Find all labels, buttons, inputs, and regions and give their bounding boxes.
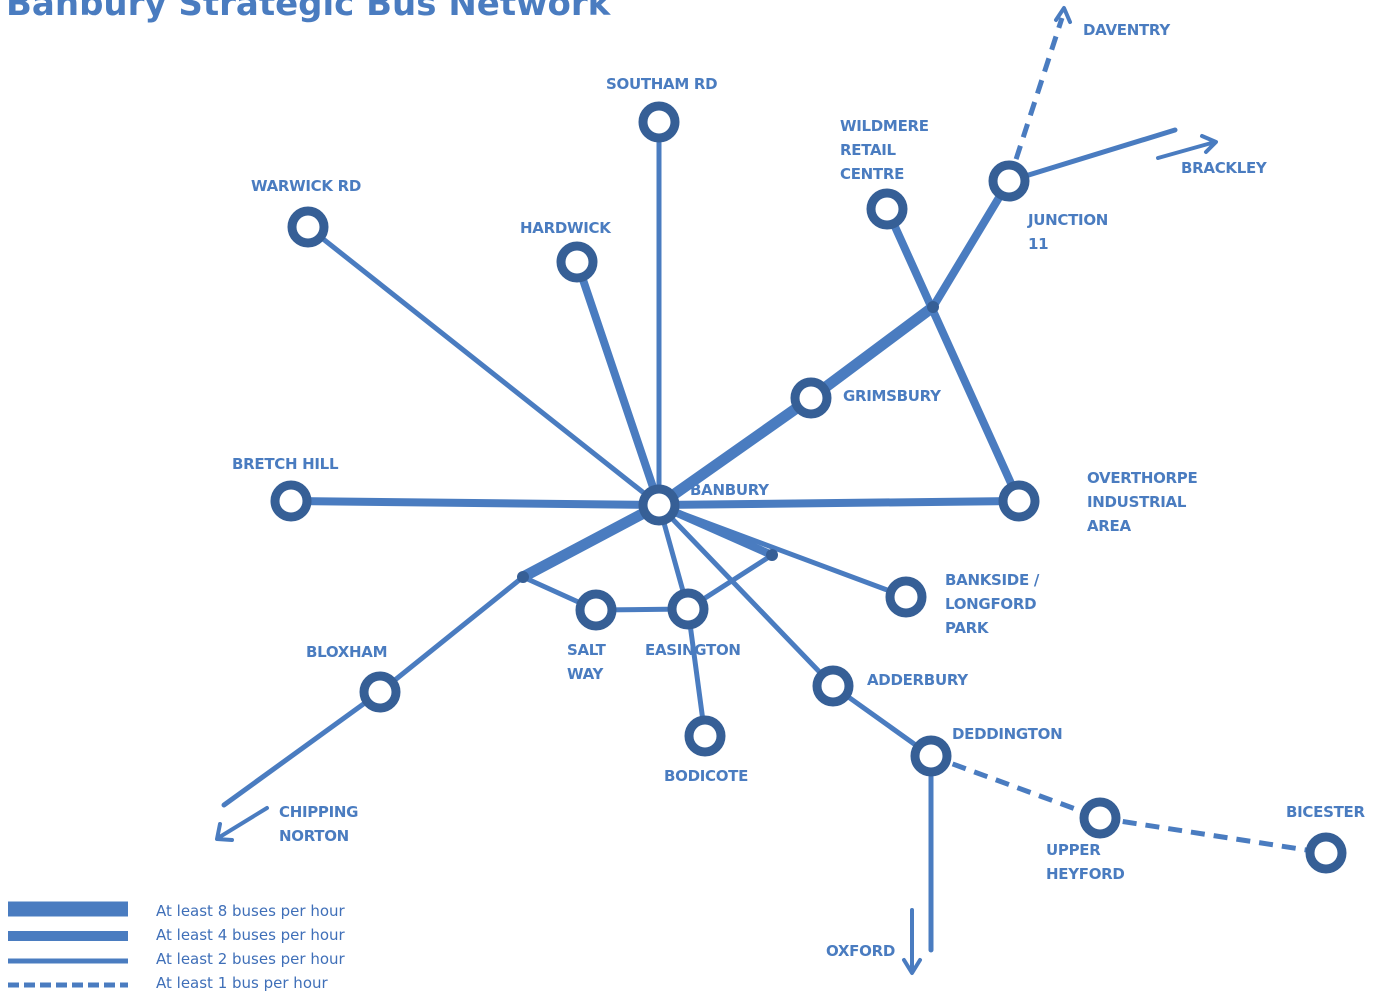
junction-node [927, 301, 939, 313]
label-junction-11: JUNCTION 11 [1028, 211, 1109, 253]
route-chipping-norton [221, 689, 383, 808]
stop-upper-heyford [1079, 797, 1121, 839]
legend-label-1: At least 1 bus per hour [156, 974, 328, 992]
route-bodicote [685, 606, 708, 739]
stop-southam-rd [638, 101, 680, 143]
route-warwick-rd [305, 224, 662, 508]
route-bloxham [377, 574, 526, 695]
stop-adderbury [812, 665, 854, 707]
route-daventry [1006, 17, 1065, 182]
route-adderbury [656, 502, 836, 689]
legend-label-4: At least 4 buses per hour [156, 926, 345, 944]
label-daventry: DAVENTRY [1083, 21, 1170, 39]
label-warwick-rd: WARWICK RD [251, 177, 362, 195]
label-oxford: OXFORD [826, 942, 895, 960]
stop-bodicote [684, 715, 726, 757]
label-upper-heyford: UPPER HEYFORD [1046, 841, 1125, 883]
label-banbury: BANBURY [690, 481, 769, 499]
route-hardwick [573, 258, 663, 509]
route-wildmere-overthorpe [883, 205, 1023, 505]
label-wildmere: WILDMERE RETAIL CENTRE [840, 117, 929, 183]
stop-banbury [638, 484, 680, 526]
label-bicester: BICESTER [1286, 803, 1365, 821]
route-junction-11 [929, 177, 1013, 311]
stop-deddington [910, 735, 952, 777]
stop-grimsbury [790, 377, 832, 419]
legend-label-2: At least 2 buses per hour [156, 950, 345, 968]
label-hardwick: HARDWICK [520, 219, 611, 237]
label-easington: EASINGTON [645, 641, 741, 659]
route-bretch-hill [287, 497, 663, 509]
stop-easington [667, 588, 709, 630]
route-bicester [1099, 815, 1327, 856]
route-banbury-southwest [517, 499, 665, 583]
label-bretch-hill: BRETCH HILL [232, 455, 339, 473]
arrow-chipping-norton-icon [215, 806, 269, 842]
route-upper-heyford [930, 753, 1101, 821]
route-grimsbury-north [805, 301, 939, 404]
route-overthorpe [655, 497, 1023, 509]
junction-node [517, 571, 529, 583]
label-southam-rd: SOUTHAM RD [606, 75, 718, 93]
route-grimsbury [653, 392, 817, 511]
stop-warwick-rd [287, 206, 329, 248]
label-deddington: DEDDINGTON [952, 725, 1063, 743]
stop-junction-11 [988, 160, 1030, 202]
label-bloxham: BLOXHAM [306, 643, 388, 661]
stop-salt-way [575, 589, 617, 631]
stop-bloxham [359, 671, 401, 713]
stop-wildmere [866, 188, 908, 230]
legend-label-8: At least 8 buses per hour [156, 902, 345, 920]
label-bankside: BANKSIDE / LONGFORD PARK [945, 571, 1040, 637]
stop-bankside [885, 576, 927, 618]
stop-overthorpe [998, 480, 1040, 522]
label-adderbury: ADDERBURY [867, 671, 968, 689]
label-salt-way: SALT WAY [567, 641, 606, 683]
label-grimsbury: GRIMSBURY [843, 387, 941, 405]
stop-bretch-hill [270, 480, 312, 522]
stop-hardwick [556, 241, 598, 283]
label-bodicote: BODICOTE [664, 767, 749, 785]
label-overthorpe: OVERTHORPE INDUSTRIAL AREA [1087, 469, 1198, 535]
arrow-brackley-icon [1156, 134, 1218, 160]
arrow-daventry-icon [1054, 6, 1072, 24]
label-chipping-norton: CHIPPING NORTON [279, 803, 359, 845]
arrow-oxford-icon [902, 908, 922, 975]
map-title: Banbury Strategic Bus Network [6, 0, 611, 24]
route-junction-brackley [1006, 127, 1178, 184]
junction-node [766, 549, 778, 561]
stop-bicester [1305, 832, 1347, 874]
label-brackley: BRACKLEY [1181, 159, 1267, 177]
route-banbury-southeast [655, 501, 776, 559]
